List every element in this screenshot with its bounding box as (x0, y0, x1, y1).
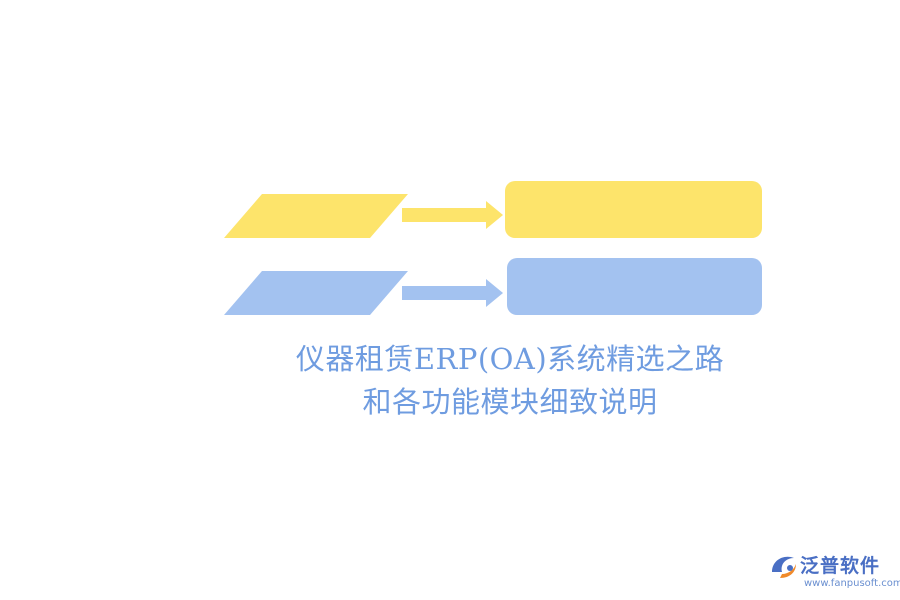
yellow-input-parallelogram (224, 194, 408, 238)
blue-arrow-icon (402, 279, 503, 307)
title-line-2: 和各功能模块细致说明 (362, 385, 658, 419)
fanpu-logo-icon (772, 556, 796, 578)
blue-output-box (507, 258, 762, 315)
yellow-output-box (505, 181, 762, 238)
blue-input-parallelogram (224, 271, 408, 315)
brand-url: www.fanpusoft.com (804, 578, 900, 589)
brand-watermark: 泛普软件 www.fanpusoft.com (764, 548, 900, 596)
yellow-arrow-icon (402, 201, 503, 229)
title-line-1: 仪器租赁ERP(OA)系统精选之路 (295, 342, 725, 376)
brand-name: 泛普软件 (800, 555, 881, 577)
diagram-title: 仪器租赁ERP(OA)系统精选之路 和各功能模块细致说明 (200, 338, 820, 424)
